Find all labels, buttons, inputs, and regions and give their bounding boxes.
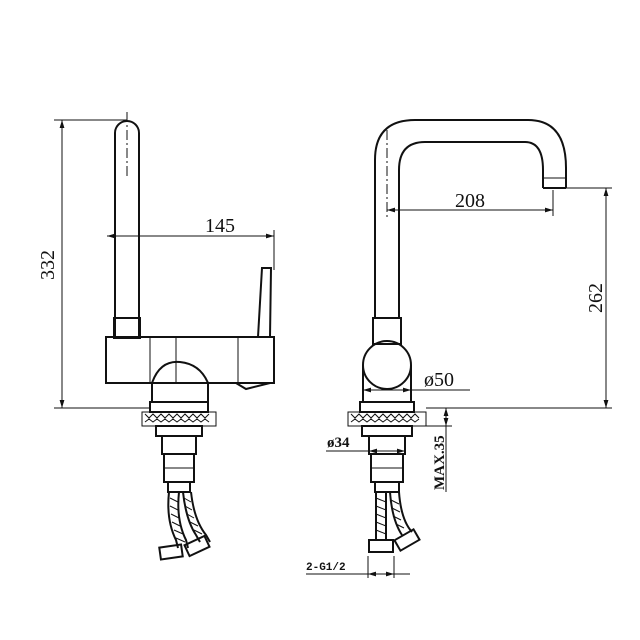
dim-spout-reach: 208 [387, 190, 554, 216]
side-view: 332 145 [37, 112, 275, 561]
front-view-hoses [368, 491, 421, 553]
front-view-deck-mount [347, 401, 427, 437]
dim-spout-height: 262 [426, 187, 612, 409]
side-view-hoses [158, 491, 211, 561]
dim-max-thickness: MAX.35 [426, 408, 452, 492]
dim-label-diameter-34: ø34 [327, 435, 350, 451]
front-view-spout [374, 119, 567, 318]
dim-label-2-g1-2: 2-G1/2 [306, 562, 346, 574]
front-view-body [362, 317, 412, 403]
side-view-deck-mount [141, 401, 217, 437]
dim-base-diameter: ø50 [363, 369, 470, 393]
dim-lever-reach: 145 [107, 215, 275, 270]
front-view-shank [368, 435, 406, 493]
side-view-lever [235, 267, 273, 391]
dim-label-max-35: MAX.35 [432, 435, 448, 490]
dim-label-145: 145 [205, 215, 235, 237]
dim-label-208: 208 [455, 190, 485, 212]
front-view: 208 262 ø50 ø34 MAX.35 [306, 119, 612, 578]
side-view-shank [161, 435, 197, 493]
side-view-base-dome [151, 360, 209, 403]
dim-connection-thread: 2-G1/2 [306, 556, 410, 578]
dim-label-262: 262 [585, 283, 607, 313]
dim-height-total: 332 [37, 119, 150, 409]
dim-label-332: 332 [37, 250, 59, 280]
dim-label-diameter-50: ø50 [424, 369, 454, 391]
side-view-body [105, 336, 275, 384]
side-view-spout [113, 112, 141, 339]
dim-shank-diameter: ø34 [326, 435, 405, 454]
